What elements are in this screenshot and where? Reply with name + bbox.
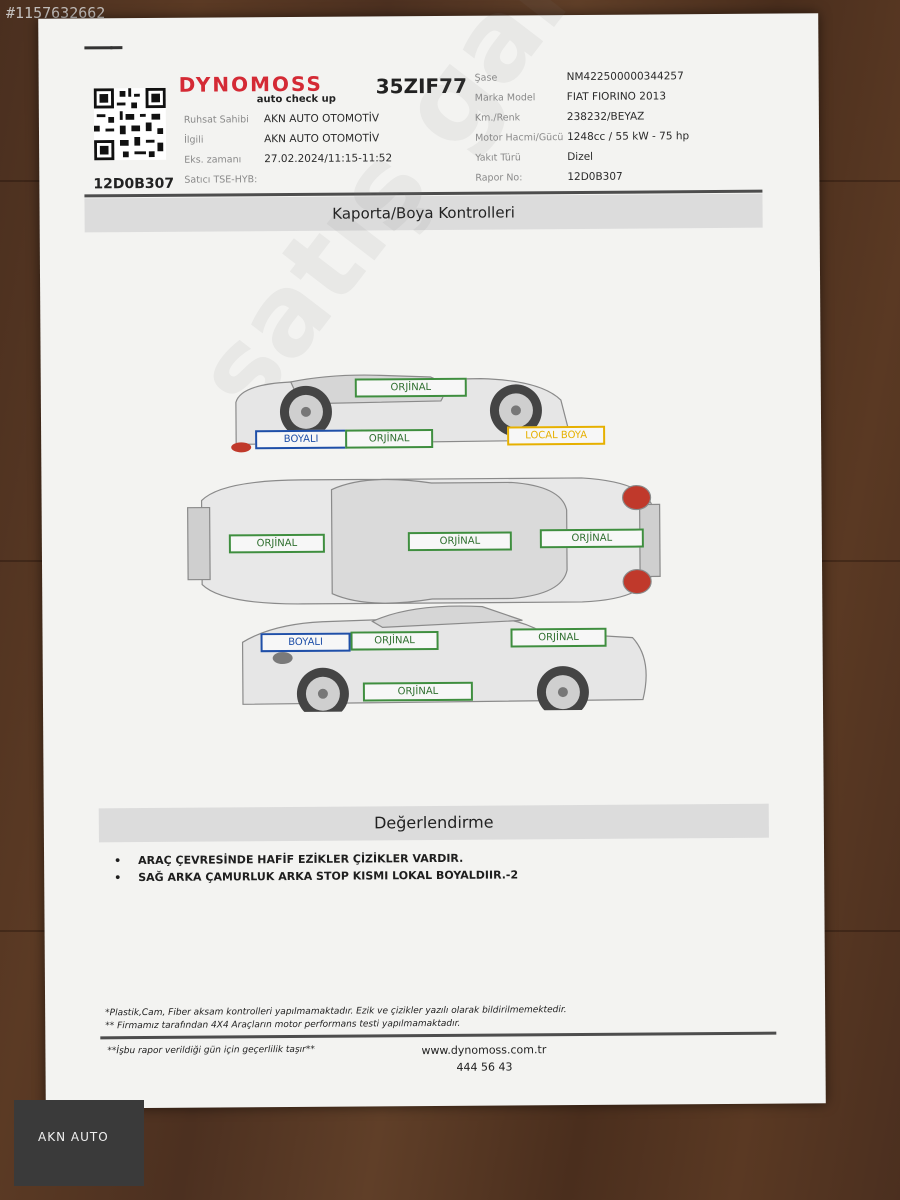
report-code: 12D0B307: [93, 176, 174, 193]
tag-trunk: ORJİNAL: [540, 529, 644, 549]
degerlendirme-section-title: Değerlendirme: [99, 804, 769, 843]
note-item: •SAĞ ARKA ÇAMURLUK ARKA STOP KISMI LOKAL…: [114, 868, 518, 884]
bullet-icon: •: [114, 854, 121, 867]
tag-front-fender-right: BOYALI: [260, 633, 350, 653]
tag-rear-door-left: ORJİNAL: [345, 429, 433, 449]
tag-rear-fender-left: LOCAL BOYA: [507, 426, 605, 446]
tag-hood: ORJİNAL: [229, 534, 325, 554]
tag-roof: ORJİNAL: [408, 531, 512, 551]
footnote-1: *Plastik,Cam, Fiber aksam kontrolleri ya…: [105, 1005, 566, 1018]
engine-value: 1248cc / 55 kW - 75 hp: [567, 130, 689, 143]
report-no-label: Rapor No:: [475, 172, 522, 183]
qr-code-icon: [94, 88, 167, 161]
brand-tagline: auto check up: [257, 94, 336, 106]
tail-light-icon: [231, 442, 251, 452]
note-item: •ARAÇ ÇEVRESİNDE HAFİF EZİKLER ÇİZİKLER …: [114, 852, 463, 867]
website: www.dynomoss.com.tr: [421, 1043, 546, 1057]
tag-roof-side: ORJİNAL: [355, 378, 467, 398]
chassis-value: NM422500000344257: [567, 70, 684, 83]
bullet-icon: •: [114, 871, 121, 884]
time-label: Eks. zamanı: [184, 154, 241, 165]
footnote-2: ** Firmamız tarafından 4X4 Araçların mot…: [105, 1019, 460, 1031]
dealer-badge: AKN AUTO: [14, 1100, 144, 1186]
report-paper: DYNOMOSS auto check up 35ZIF77 Ruhsat Sa…: [38, 13, 826, 1108]
tag-front-door-right: ORJİNAL: [350, 631, 438, 651]
fuel-value: Dizel: [567, 151, 593, 163]
model-value: FIAT FIORINO 2013: [567, 90, 666, 103]
report-no-value: 12D0B307: [567, 171, 622, 183]
seller-label: Satıcı TSE-HYB:: [184, 174, 257, 186]
tag-front-door-left: BOYALI: [255, 430, 347, 450]
tag-rear-right: ORJİNAL: [510, 628, 606, 648]
pen-mark: [84, 46, 112, 49]
phone-number: 444 56 43: [456, 1060, 512, 1073]
validity-note: **İşbu rapor verildiği gün için geçerlil…: [107, 1045, 314, 1056]
owner-label: Ruhsat Sahibi: [184, 114, 249, 125]
divider: [100, 1032, 776, 1040]
contact-label: İlgili: [184, 135, 203, 146]
tag-sill-right: ORJİNAL: [363, 682, 473, 702]
km-color-value: 238232/BEYAZ: [567, 111, 645, 124]
pen-mark: [110, 46, 122, 49]
dealer-name: AKN AUTO: [38, 1130, 109, 1144]
